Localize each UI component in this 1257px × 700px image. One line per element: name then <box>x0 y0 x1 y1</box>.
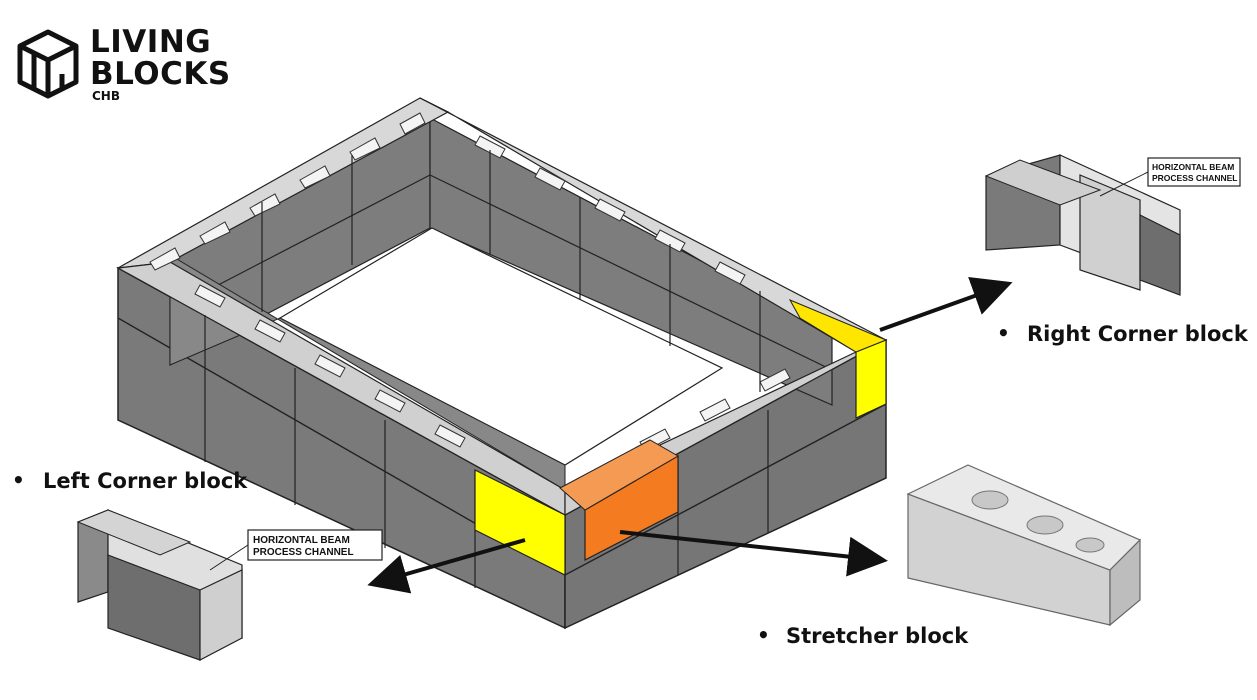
left-callout-line1: HORIZONTAL BEAM <box>253 535 350 546</box>
right-callout-line1: HORIZONTAL BEAM <box>1152 162 1234 172</box>
right-callout-leader <box>1099 171 1149 197</box>
core-cavities <box>149 112 791 452</box>
right-corner-top-highlight <box>788 298 888 353</box>
bullet-left-corner: • <box>12 468 25 492</box>
right-corner-label: Right Corner block <box>1027 322 1249 346</box>
label-right-corner: • Right Corner block <box>997 321 1249 346</box>
right-corner-block-illustration: HORIZONTAL BEAM PROCESS CHANNEL <box>984 154 1241 296</box>
label-left-corner: • Left Corner block <box>12 468 248 493</box>
stretcher-top-highlight <box>559 439 680 511</box>
left-corner-label: Left Corner block <box>43 469 248 493</box>
arrow-left-corner <box>367 538 526 594</box>
right-corner-block-highlight <box>855 339 887 419</box>
back-course-line <box>169 174 833 371</box>
inner-front-left-wall <box>169 254 566 491</box>
logo-line-living: LIVING <box>90 24 211 60</box>
logo-line-blocks: BLOCKS <box>90 56 231 92</box>
left-callout-leader <box>209 544 249 571</box>
logo-line-chb: CHB <box>92 89 120 103</box>
pointer-arrows <box>367 277 1013 594</box>
right-callout-line2: PROCESS CHANNEL <box>1152 173 1237 183</box>
arrow-stretcher <box>619 530 888 577</box>
logo: LIVING BLOCKS CHB <box>17 24 231 103</box>
left-callout-line2: PROCESS CHANNEL <box>253 547 354 558</box>
left-corner-block-highlight <box>474 469 566 576</box>
block-wall-assembly <box>116 97 888 630</box>
label-stretcher: • Stretcher block <box>757 623 969 648</box>
stretcher-block-illustration <box>906 464 1142 627</box>
stretcher-label: Stretcher block <box>786 624 969 648</box>
left-corner-block-illustration: HORIZONTAL BEAM PROCESS CHANNEL <box>76 509 383 661</box>
bullet-right-corner: • <box>997 321 1010 345</box>
bullet-stretcher: • <box>757 623 770 647</box>
arrow-right-corner <box>879 277 1013 332</box>
left-callout-box <box>247 529 383 561</box>
cube-logo-icon <box>17 29 79 99</box>
